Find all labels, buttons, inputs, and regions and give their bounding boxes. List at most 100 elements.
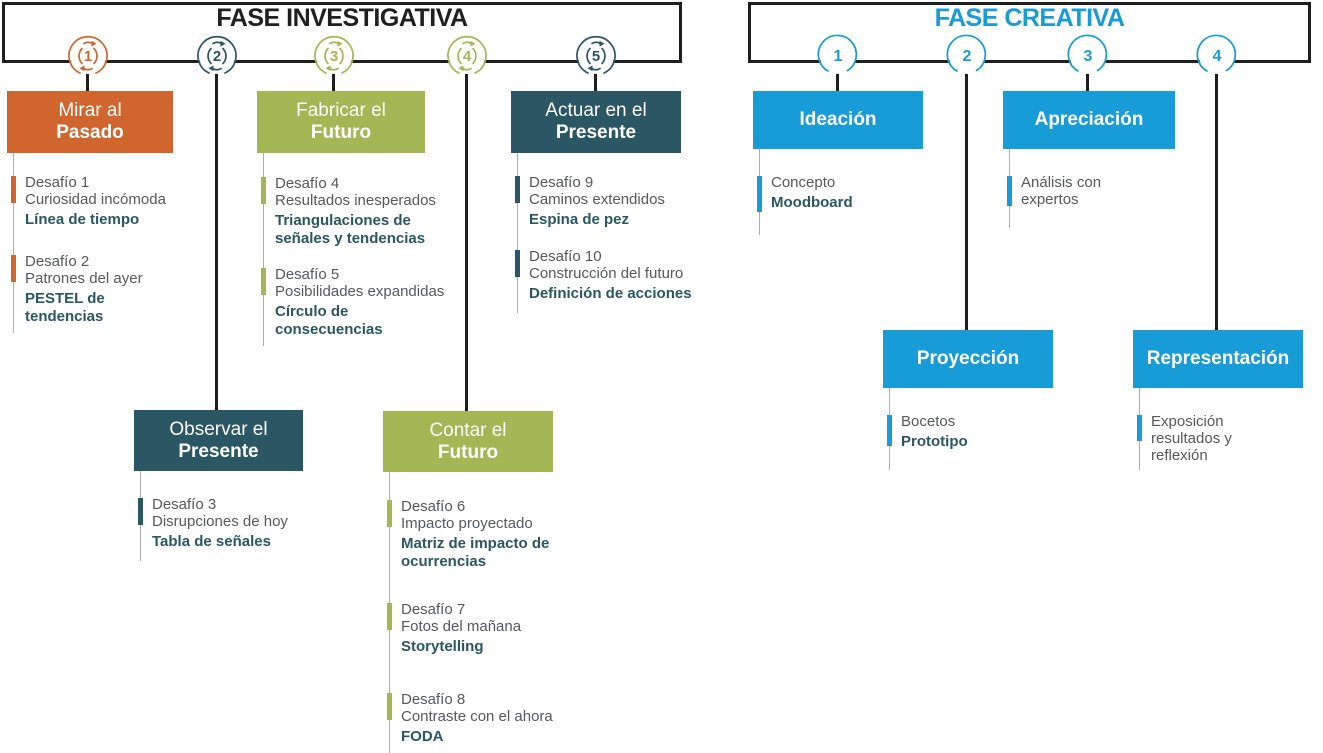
- stage-box-actuar-en-el-presente: Actuar en el Presente: [511, 91, 681, 153]
- milestone-4-cycle-icon: 4: [447, 35, 487, 74]
- stage-box-contar-el-futuro: Contar el Futuro: [383, 411, 553, 472]
- challenge-tick: [261, 268, 266, 295]
- stage-box-representacion: Representación: [1133, 330, 1303, 388]
- challenge-line1: Desafío 6: [401, 498, 466, 515]
- challenge-tool: Definición de acciones: [529, 285, 692, 302]
- challenge-line2: Disrupciones de hoy: [152, 513, 288, 530]
- challenge-item-6: Desafío 6 Impacto proyectado Matriz de i…: [387, 498, 591, 571]
- milestone-1-number: 1: [84, 48, 92, 65]
- challenge-tick: [11, 176, 16, 203]
- challenge-tick: [515, 176, 520, 203]
- challenge-item-3: Desafío 3 Disrupciones de hoy Tabla de s…: [138, 496, 342, 551]
- milestone-5-number: 5: [592, 48, 600, 65]
- challenge-tool: FODA: [401, 728, 444, 745]
- connector-milestone-1: [86, 73, 89, 92]
- challenge-tick: [138, 498, 143, 525]
- creative-milestone-4-number: 4: [1213, 48, 1222, 65]
- challenge-item-9: Desafío 9 Caminos extendidos Espina de p…: [515, 174, 719, 229]
- stage-title-line2: Futuro: [437, 442, 499, 463]
- challenge-tick: [387, 603, 392, 630]
- challenge-tick: [387, 693, 392, 720]
- challenge-line1: Desafío 3: [152, 496, 217, 513]
- challenge-line2: Impacto proyectado: [401, 515, 533, 532]
- milestone-1-cycle-icon: 1: [68, 35, 108, 74]
- milestone-2-cycle-icon: 2: [197, 35, 237, 74]
- fase-investigativa-title: FASE INVESTIGATIVA: [216, 4, 468, 32]
- challenge-line1: Desafío 7: [401, 601, 466, 618]
- stage-title-line2: Futuro: [310, 122, 372, 143]
- stage-box-ideacion: Ideación: [753, 91, 923, 149]
- creative-item-line1: Bocetos: [901, 413, 956, 430]
- connector-milestone-4: [465, 73, 468, 412]
- creative-item-line1: Análisis con: [1021, 174, 1102, 191]
- challenge-item-5: Desafío 5 Posibilidades expandidas Círcu…: [261, 266, 465, 339]
- creative-milestone-3-number: 3: [1084, 48, 1093, 65]
- creative-item-ideacion: Concepto Moodboard: [757, 174, 961, 212]
- stage-box-mirar-al-pasado: Mirar al Pasado: [7, 91, 173, 153]
- connector-creative-4: [1215, 73, 1218, 331]
- challenge-item-8: Desafío 8 Contraste con el ahora FODA: [387, 691, 591, 746]
- stage-title-line1: Actuar en el: [545, 100, 647, 121]
- stage-title-line1: Mirar al: [58, 100, 122, 121]
- milestone-3-cycle-icon: 3: [314, 35, 354, 74]
- stage-title-line2: Presente: [555, 122, 637, 143]
- creative-item-line3: reflexión: [1151, 447, 1208, 464]
- creative-item-tick: [887, 415, 892, 446]
- stage-title-line1: Fabricar el: [296, 100, 386, 121]
- stage-title-line1: Observar el: [169, 419, 268, 440]
- fase-creativa-title: FASE CREATIVA: [934, 4, 1125, 32]
- creative-item-line1: Exposición: [1151, 413, 1224, 430]
- stage-title-line1: Contar el: [429, 420, 507, 441]
- challenge-tool: Tabla de señales: [152, 533, 271, 550]
- challenge-line1: Desafío 1: [25, 174, 90, 191]
- challenge-line2: Posibilidades expandidas: [275, 283, 445, 300]
- challenge-line1: Desafío 9: [529, 174, 594, 191]
- stage-title-line2: Presente: [178, 441, 259, 462]
- challenge-line1: Desafío 5: [275, 266, 340, 283]
- challenge-line2: Construcción del futuro: [529, 265, 684, 282]
- creative-item-tick: [1137, 415, 1142, 441]
- creative-item-tool: Prototipo: [901, 433, 968, 450]
- stem-mirar: [13, 153, 14, 333]
- stage-box-fabricar-el-futuro: Fabricar el Futuro: [257, 91, 425, 153]
- challenge-item-2: Desafío 2 Patrones del ayer PESTEL de te…: [11, 253, 215, 326]
- milestone-3-number: 3: [330, 48, 338, 65]
- creative-milestone-1-number: 1: [834, 48, 843, 65]
- challenge-tool: Triangulaciones de señales y tendencias: [275, 212, 426, 247]
- creative-item-line1: Concepto: [771, 174, 836, 191]
- milestone-4-number: 4: [463, 48, 472, 65]
- creative-item-proyeccion: Bocetos Prototipo: [887, 413, 1091, 451]
- challenge-line1: Desafío 2: [25, 253, 90, 270]
- creative-milestone-4-circle-icon: 4: [1196, 34, 1237, 74]
- challenge-tool: Storytelling: [401, 638, 484, 655]
- creative-milestone-3-circle-icon: 3: [1067, 34, 1108, 74]
- connector-milestone-2: [215, 73, 218, 411]
- challenge-tool: Espina de pez: [529, 211, 630, 228]
- connector-milestone-5: [594, 73, 597, 92]
- stage-box-proyeccion: Proyección: [883, 330, 1053, 388]
- stem-actuar: [517, 153, 518, 313]
- challenge-tool: Línea de tiempo: [25, 211, 140, 228]
- challenge-line2: Caminos extendidos: [529, 191, 665, 208]
- connector-creative-3: [1086, 73, 1089, 92]
- challenge-tool: Matriz de impacto de ocurrencias: [401, 535, 550, 570]
- creative-item-apreciacion: Análisis con expertos: [1007, 174, 1211, 208]
- creative-milestone-1-circle-icon: 1: [817, 34, 858, 74]
- challenge-line1: Desafío 10: [529, 248, 602, 265]
- challenge-line1: Desafío 8: [401, 691, 466, 708]
- stem-fabricar: [263, 153, 264, 346]
- challenge-tick: [515, 250, 520, 277]
- challenge-tick: [261, 177, 266, 204]
- connector-milestone-3: [332, 73, 335, 92]
- creative-item-line2: expertos: [1021, 191, 1079, 208]
- creative-milestone-2-number: 2: [963, 48, 972, 65]
- creative-item-tick: [1007, 176, 1012, 206]
- challenge-item-4: Desafío 4 Resultados inesperados Triangu…: [261, 175, 465, 248]
- stage-box-apreciacion: Apreciación: [1003, 91, 1175, 149]
- challenge-line1: Desafío 4: [275, 175, 340, 192]
- connector-creative-1: [836, 73, 839, 92]
- fase-creativa-frame: [748, 2, 1311, 63]
- challenge-tool: Círculo de consecuencias: [275, 303, 383, 338]
- milestone-5-cycle-icon: 5: [576, 35, 616, 74]
